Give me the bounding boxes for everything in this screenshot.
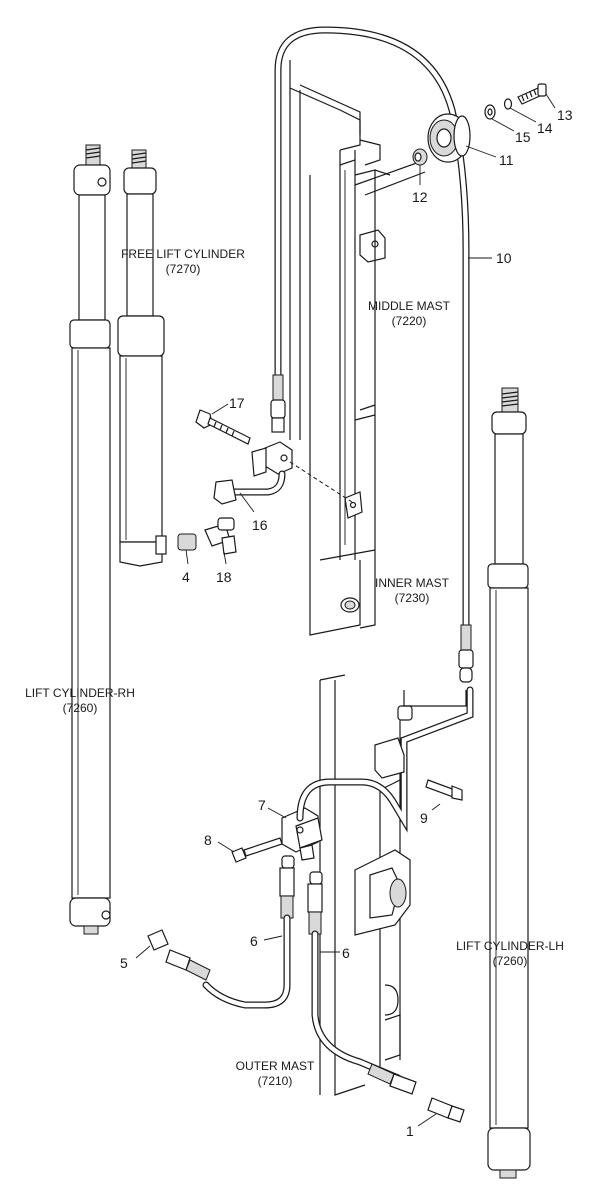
hose-6-left bbox=[147, 855, 295, 1009]
hose-10 bbox=[270, 26, 474, 683]
callout-6-right: 6 bbox=[342, 945, 350, 961]
inner-mast bbox=[309, 175, 376, 636]
label-lift-cylinder-rh: LIFT CYLINDER-RH bbox=[25, 686, 135, 700]
callout-9: 9 bbox=[420, 810, 428, 826]
label-lift-cylinder-rh-code: (7260) bbox=[63, 701, 98, 715]
part-labels: FREE LIFT CYLINDER (7270) MIDDLE MAST (7… bbox=[25, 247, 564, 1088]
label-free-lift-cylinder-code: (7270) bbox=[166, 262, 201, 276]
tube-7-to-lh bbox=[296, 686, 474, 833]
label-lift-cylinder-lh: LIFT CYLINDER-LH bbox=[456, 939, 564, 953]
callouts: 10 11 12 13 14 15 17 16 4 18 7 8 bbox=[120, 93, 573, 1139]
callout-15: 15 bbox=[515, 129, 531, 145]
hose-16-assembly bbox=[177, 409, 353, 555]
callout-6-left: 6 bbox=[250, 933, 258, 949]
callout-7: 7 bbox=[258, 797, 266, 813]
label-middle-mast: MIDDLE MAST bbox=[368, 299, 451, 313]
middle-mast bbox=[289, 60, 426, 570]
callout-8: 8 bbox=[204, 832, 212, 848]
label-inner-mast-code: (7230) bbox=[395, 591, 430, 605]
sheave-assembly bbox=[412, 83, 547, 166]
label-lift-cylinder-lh-code: (7260) bbox=[493, 954, 528, 968]
callout-1: 1 bbox=[406, 1123, 414, 1139]
label-free-lift-cylinder: FREE LIFT CYLINDER bbox=[121, 247, 245, 261]
callout-11: 11 bbox=[499, 152, 514, 168]
label-inner-mast: INNER MAST bbox=[375, 576, 450, 590]
callout-5: 5 bbox=[120, 955, 128, 971]
label-middle-mast-code: (7220) bbox=[392, 314, 427, 328]
callout-16: 16 bbox=[252, 517, 268, 533]
hose-6-right bbox=[307, 871, 465, 1123]
label-outer-mast-code: (7210) bbox=[258, 1074, 293, 1088]
label-outer-mast: OUTER MAST bbox=[236, 1059, 315, 1073]
lift-cylinder-lh bbox=[487, 387, 531, 1179]
callout-17: 17 bbox=[229, 395, 245, 411]
block-7 bbox=[231, 807, 323, 863]
callout-14: 14 bbox=[537, 120, 553, 136]
callout-10: 10 bbox=[496, 250, 512, 266]
callout-4: 4 bbox=[182, 569, 190, 585]
callout-18: 18 bbox=[216, 569, 232, 585]
outer-mast bbox=[319, 674, 411, 1096]
callout-12: 12 bbox=[412, 189, 428, 205]
free-lift-cylinder bbox=[117, 149, 167, 567]
callout-13: 13 bbox=[557, 107, 573, 123]
lift-cylinder-rh bbox=[69, 144, 111, 935]
